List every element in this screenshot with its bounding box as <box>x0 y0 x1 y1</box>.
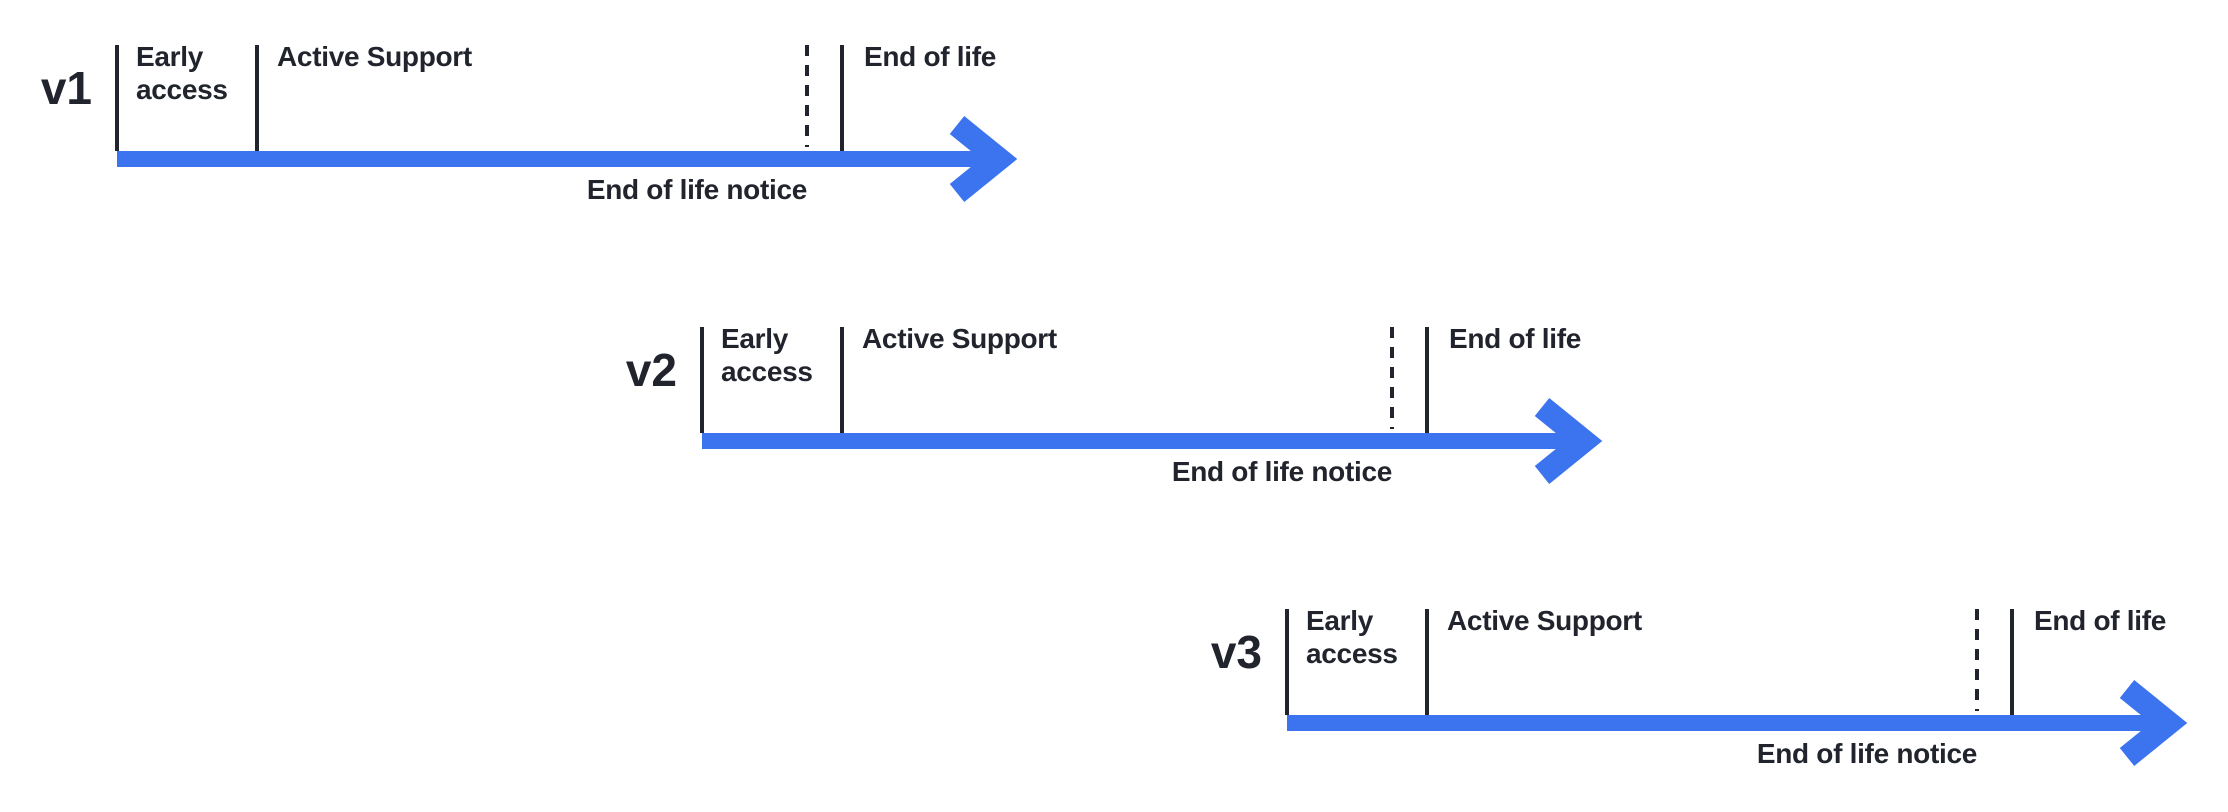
version-label: v1 <box>40 62 92 114</box>
timeline-v3: v3 Early access Active Support End of li… <box>1117 605 2207 805</box>
timeline-v1-track <box>115 45 1018 202</box>
version-label: v2 <box>625 344 677 396</box>
timeline-v2: v2 Early access Active Support End of li… <box>532 323 1622 523</box>
early-access-label: Early access <box>1306 605 1398 669</box>
timeline-v2-track <box>700 327 1603 484</box>
timeline-arrow-head-icon <box>1534 398 1603 484</box>
active-support-label: Active Support <box>277 41 472 72</box>
active-support-label: Active Support <box>1447 605 1642 636</box>
timeline-arrow-head-icon <box>2119 680 2188 766</box>
end-of-life-label: End of life <box>1449 323 1582 354</box>
end-of-life-notice-label: End of life notice <box>586 174 807 205</box>
early-access-label: Early access <box>721 323 813 387</box>
timeline-v1: v1 Early access Active Support End of li… <box>0 41 1037 241</box>
end-of-life-notice-label: End of life notice <box>1756 738 1977 769</box>
end-of-life-notice-label: End of life notice <box>1171 456 1392 487</box>
timeline-arrow-head-icon <box>949 116 1018 202</box>
timeline-v3-track <box>1285 609 2188 766</box>
version-label: v3 <box>1210 626 1262 678</box>
active-support-label: Active Support <box>862 323 1057 354</box>
end-of-life-label: End of life <box>2034 605 2167 636</box>
end-of-life-label: End of life <box>864 41 997 72</box>
early-access-label: Early access <box>136 41 228 105</box>
